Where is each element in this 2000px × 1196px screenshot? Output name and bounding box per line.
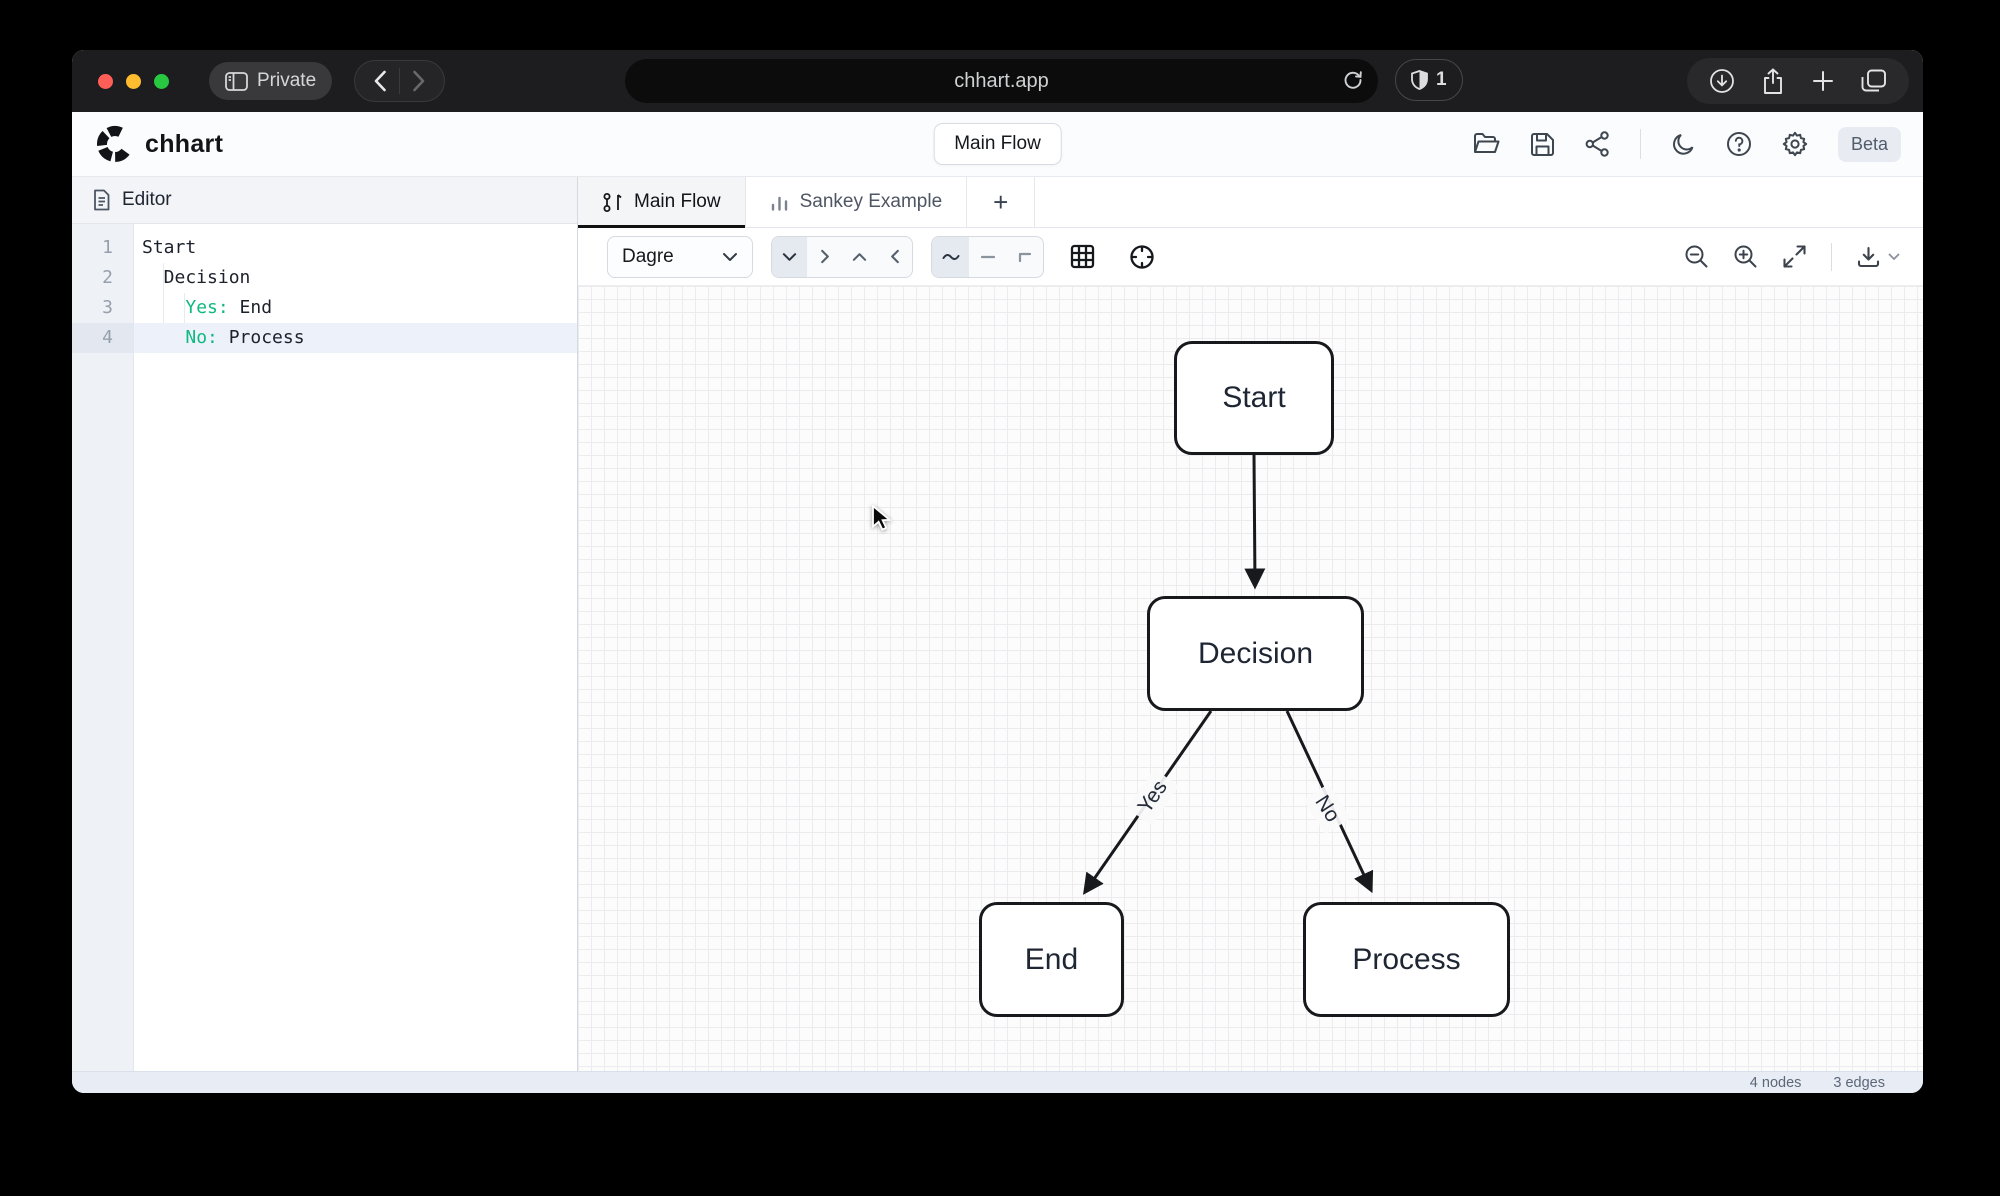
code-line[interactable]: No: Process (134, 323, 577, 353)
editor-panel-title: Editor (122, 189, 172, 210)
address-bar[interactable]: chhart.app (625, 59, 1378, 103)
sidebar-icon (225, 71, 248, 91)
tab-label: Main Flow (634, 191, 721, 212)
node-count: 4 nodes (1749, 1074, 1802, 1091)
tracker-count: 1 (1436, 69, 1447, 90)
app-logo-text: chhart (145, 129, 224, 158)
browser-titlebar: Private chhart.app (72, 50, 1923, 112)
code-line[interactable]: Start (142, 237, 197, 258)
diagram-tabbar: Main Flow Sankey Example + (578, 177, 1923, 228)
direction-down-button[interactable] (772, 236, 807, 277)
dark-mode-icon[interactable] (1671, 132, 1696, 157)
line-number: 2 (102, 267, 113, 288)
center-view-button[interactable] (1121, 236, 1162, 277)
code-area[interactable]: Start Decision Yes: End No: Process (134, 224, 577, 1071)
privacy-report-badge[interactable]: 1 (1395, 59, 1463, 101)
download-icon (1857, 246, 1880, 267)
direction-right-button[interactable] (807, 237, 842, 277)
help-icon[interactable] (1726, 131, 1752, 157)
zoom-window-button[interactable] (154, 73, 169, 89)
new-tab-icon[interactable] (1811, 69, 1835, 93)
line-number: 3 (102, 297, 113, 318)
direction-left-button[interactable] (877, 237, 912, 277)
private-label: Private (257, 70, 317, 91)
code-editor[interactable]: 1 2 3 4 Start Decision Yes: End No: Process (72, 224, 577, 1071)
toggle-grid-button[interactable] (1062, 236, 1103, 277)
layout-select[interactable]: Dagre (607, 235, 753, 278)
grid-icon (1070, 244, 1095, 269)
code-line[interactable]: Yes: End (185, 297, 273, 318)
app-header: chhart Main Flow (72, 112, 1923, 177)
header-actions: Beta (1473, 126, 1901, 162)
editor-panel-header: Editor (72, 177, 577, 224)
canvas-toolbar: Dagre (578, 228, 1923, 286)
chevron-down-icon (1888, 253, 1900, 260)
share-nodes-icon[interactable] (1585, 131, 1610, 157)
edge-step-button[interactable] (1006, 237, 1043, 277)
reload-icon[interactable] (1342, 69, 1364, 91)
flow-node-end[interactable]: End (979, 902, 1124, 1017)
content-area: Main Flow Sankey Example + Dagre (578, 177, 1923, 1071)
target-icon (1129, 244, 1154, 269)
browser-window: Private chhart.app (72, 50, 1923, 1093)
tab-sankey-example[interactable]: Sankey Example (746, 177, 968, 227)
new-tab-button[interactable]: + (967, 177, 1036, 227)
editor-panel: Editor 1 2 3 4 Start Decision Yes: End No: … (72, 177, 578, 1071)
private-browsing-badge[interactable]: Private (209, 62, 333, 100)
code-line[interactable]: Decision (142, 267, 251, 288)
edge-straight-button[interactable] (969, 237, 1006, 277)
save-icon[interactable] (1530, 132, 1555, 157)
main-area: Editor 1 2 3 4 Start Decision Yes: End No: … (72, 177, 1923, 1071)
flowchart-icon (602, 192, 623, 213)
url-text: chhart.app (954, 69, 1049, 92)
downloads-icon[interactable] (1709, 68, 1735, 94)
close-window-button[interactable] (98, 73, 113, 89)
line-number: 4 (72, 323, 133, 353)
document-icon (92, 189, 111, 211)
nav-buttons (354, 60, 446, 102)
tab-label: Sankey Example (799, 191, 943, 212)
line-number: 1 (102, 237, 113, 258)
shield-icon (1411, 70, 1428, 90)
chevron-down-icon (722, 252, 738, 262)
traffic-lights (98, 73, 169, 89)
chhart-logo-icon (97, 126, 133, 162)
bar-chart-icon (770, 192, 789, 212)
direction-button-group (771, 235, 913, 278)
minimize-window-button[interactable] (126, 73, 141, 89)
tab-main-flow[interactable]: Main Flow (578, 177, 746, 228)
titlebar-actions (1687, 58, 1909, 104)
flow-node-decision[interactable]: Decision (1147, 596, 1364, 711)
tabs-overview-icon[interactable] (1861, 69, 1887, 93)
zoom-out-button[interactable] (1684, 244, 1709, 269)
flow-node-start[interactable]: Start (1174, 341, 1334, 455)
app-logo[interactable]: chhart (96, 125, 223, 163)
flow-node-process[interactable]: Process (1303, 902, 1510, 1017)
settings-icon[interactable] (1782, 131, 1808, 157)
share-icon[interactable] (1761, 68, 1785, 95)
back-button[interactable] (361, 62, 399, 100)
forward-button[interactable] (400, 62, 438, 100)
edge-style-button-group (931, 235, 1044, 278)
fit-view-button[interactable] (1782, 244, 1807, 269)
export-button[interactable] (1856, 245, 1900, 269)
status-bar: 4 nodes 3 edges (72, 1071, 1923, 1093)
open-file-icon[interactable] (1473, 132, 1500, 156)
edge-count: 3 edges (1833, 1074, 1885, 1091)
document-title-button[interactable]: Main Flow (933, 123, 1062, 165)
layout-select-value: Dagre (622, 245, 674, 267)
zoom-in-button[interactable] (1733, 244, 1758, 269)
beta-badge: Beta (1837, 126, 1901, 162)
indent-guide (163, 263, 164, 353)
edge-curved-button[interactable] (932, 236, 969, 277)
toolbar-divider (1831, 242, 1832, 271)
line-number-gutter: 1 2 3 4 (72, 224, 134, 1071)
flow-edge-start-decision[interactable] (1244, 454, 1266, 590)
direction-up-button[interactable] (842, 237, 877, 277)
header-divider (1639, 129, 1641, 159)
